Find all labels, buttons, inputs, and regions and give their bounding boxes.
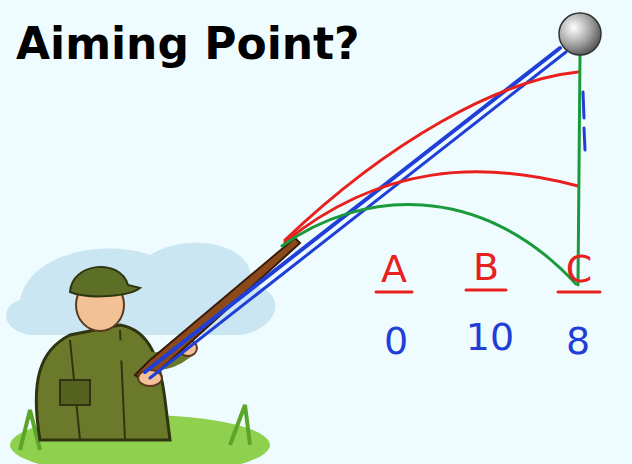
option-letter: A	[381, 250, 407, 288]
trajectory-curve	[285, 72, 578, 240]
score-number: 8	[566, 322, 590, 360]
drop-marks	[583, 92, 585, 150]
underline	[376, 290, 600, 292]
option-letter: B	[473, 248, 499, 286]
clay-target	[559, 13, 601, 55]
title: Aiming Point?	[16, 22, 360, 66]
hunter-figure	[36, 238, 300, 440]
score-number: 10	[466, 318, 514, 356]
aim-line	[150, 52, 566, 378]
aim-line	[145, 48, 560, 372]
score-number: 0	[384, 322, 408, 360]
option-letter: C	[566, 250, 593, 288]
trajectory-curve	[282, 205, 576, 284]
